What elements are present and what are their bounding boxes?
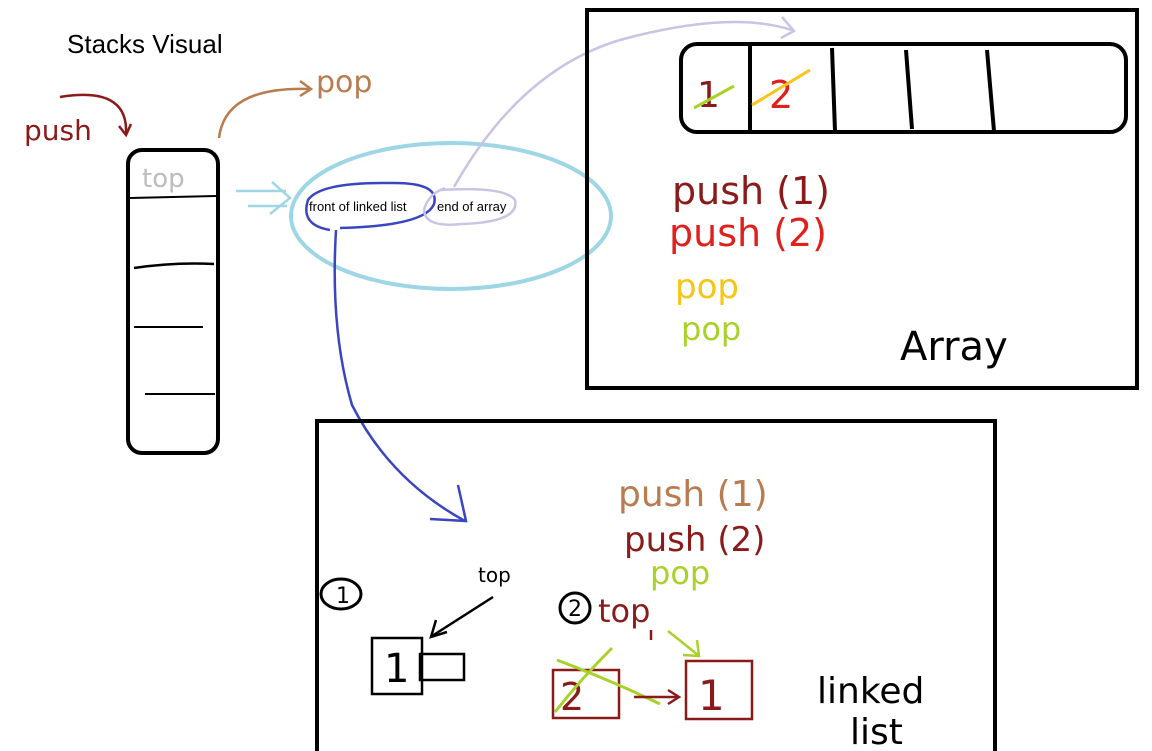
front-loop	[305, 181, 436, 232]
array-op-4: pop	[681, 310, 741, 348]
cross-out	[693, 84, 735, 110]
array-cell-1: 1	[697, 75, 720, 116]
stack-visual: top	[126, 148, 220, 455]
to-array-arrowhead	[780, 16, 796, 40]
ll-node-3	[684, 659, 754, 721]
to-linked-list-arrow	[333, 229, 468, 523]
linked-list-panel: push (1) push (2) pop 1 top 1 2 top 2 1 …	[315, 419, 997, 751]
linked-caption: linked	[817, 671, 924, 712]
pop-arrow	[217, 87, 311, 139]
push-label: push	[24, 114, 92, 147]
cross-out	[556, 658, 661, 706]
ll-top-label-1: top	[478, 563, 511, 587]
ll-op-3: pop	[650, 554, 710, 592]
ll-node-3-value: 1	[698, 671, 725, 720]
array-op-2: push (2)	[669, 211, 827, 255]
step-one-circle	[319, 577, 363, 611]
implementation-ellipse	[289, 141, 613, 291]
array-outline	[679, 42, 1128, 134]
new-top-arrow	[667, 630, 699, 656]
ll-top-label-2: top	[598, 592, 650, 630]
array-panel-frame	[585, 8, 1139, 390]
push-arrow	[59, 93, 128, 134]
ll-node-1	[370, 636, 424, 696]
array-panel: 1 2 push (1) push (2) pop pop Array	[585, 8, 1139, 390]
equals-arrow	[236, 181, 292, 215]
pop-annotation: pop	[217, 65, 372, 139]
array-op-3: pop	[675, 267, 739, 307]
front-of-linked-list: front of linked list	[305, 181, 436, 232]
end-of-array-label: end of array	[437, 199, 507, 214]
front-of-linked-list-label: front of linked list	[309, 199, 407, 214]
ll-node-1-next	[418, 652, 466, 682]
cross-out	[553, 646, 614, 713]
ll-op-2: push (2)	[624, 520, 765, 560]
array-caption: Array	[900, 324, 1008, 370]
stack-top-label: top	[142, 164, 185, 194]
cross-out	[751, 68, 811, 107]
linked-list-panel-frame	[315, 419, 997, 751]
push-annotation: push	[24, 93, 133, 147]
pop-label: pop	[316, 65, 372, 100]
step-two-number: 2	[568, 597, 582, 622]
stack-divider	[133, 262, 215, 270]
to-array-arrow	[452, 20, 793, 188]
pop-arrowhead	[299, 79, 314, 98]
end-of-array: end of array	[422, 16, 796, 226]
ll-node-1-value: 1	[384, 646, 409, 692]
end-loop	[422, 186, 517, 226]
page-title: Stacks Visual	[67, 29, 223, 59]
top-pointer-arrow	[431, 595, 494, 638]
stack-divider	[129, 195, 217, 199]
step-one-number: 1	[336, 584, 350, 609]
step-two-circle	[558, 591, 592, 625]
array-cell-2: 2	[769, 73, 793, 117]
ll-op-1: push (1)	[618, 474, 768, 515]
list-caption: list	[850, 712, 903, 751]
stack-outline	[126, 148, 220, 455]
array-op-1: push (1)	[672, 169, 830, 213]
push-arrowhead	[118, 123, 133, 138]
